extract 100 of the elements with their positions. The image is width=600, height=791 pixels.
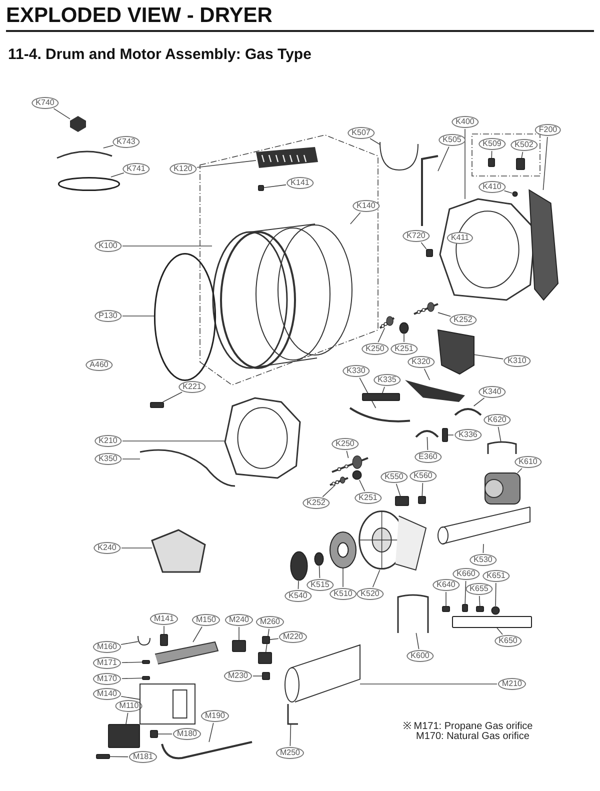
- callout-label: K250: [332, 438, 358, 450]
- leader-line: [318, 566, 320, 578]
- leader-line: [542, 136, 548, 190]
- leader-line: [53, 108, 70, 120]
- leader-line: [372, 570, 380, 588]
- callout-label: K610: [514, 456, 542, 468]
- callout-label: K320: [408, 356, 434, 368]
- leader-line: [426, 436, 428, 450]
- bracket-drawing: [405, 380, 465, 402]
- callout-label: K100: [94, 240, 122, 252]
- clip-drawing: [462, 604, 468, 612]
- callout-label: K400: [452, 116, 478, 128]
- screw-drawing: [150, 402, 164, 408]
- callout-label: F200: [534, 124, 562, 136]
- callout-label: K221: [178, 381, 206, 393]
- callout-label: K310: [504, 355, 530, 367]
- callout-label: K505: [438, 134, 466, 146]
- wire-harness-drawing: [380, 142, 418, 170]
- pulley-drawing: [352, 470, 362, 480]
- control-panel-drawing: [256, 147, 318, 168]
- wire-drawing: [138, 636, 150, 645]
- callout-label: K411: [446, 232, 474, 244]
- leader-line: [270, 638, 279, 640]
- motor-drawing: [485, 473, 520, 504]
- blower-housing-drawing: [358, 510, 426, 570]
- roller-wheel-drawing: [399, 322, 409, 334]
- plate-drawing: [362, 393, 400, 401]
- leader-line: [420, 242, 427, 250]
- callout-label: K520: [356, 588, 384, 600]
- leader-line: [298, 580, 299, 590]
- callout-label: M230: [224, 670, 252, 682]
- bracket-drawing: [258, 652, 272, 664]
- callout-label: M150: [192, 614, 220, 626]
- callout-label: M240: [225, 614, 253, 626]
- callout-label: M170: [93, 673, 121, 685]
- callout-label: K720: [402, 230, 430, 242]
- leader-line: [264, 184, 286, 188]
- callout-label: K410: [478, 181, 506, 193]
- washer-drawing: [314, 552, 324, 566]
- leader-line: [448, 434, 454, 436]
- leader-line: [464, 580, 466, 604]
- leader-line: [122, 458, 140, 460]
- callout-label: K330: [342, 365, 370, 377]
- leader-line: [438, 312, 452, 317]
- callout-label: M140: [93, 688, 121, 700]
- lint-screen-drawing: [438, 330, 474, 374]
- roller-axle-drawing: [380, 318, 394, 328]
- callout-label: K252: [450, 314, 476, 326]
- callout-label: M180: [173, 728, 201, 740]
- orifice-drawing: [142, 676, 150, 680]
- callout-label: M181: [129, 751, 157, 763]
- gasket-ring-drawing: [154, 253, 216, 381]
- leader-line: [265, 628, 270, 652]
- callout-label: K560: [410, 470, 436, 482]
- flame-sensor-drawing: [262, 636, 270, 644]
- callout-label: K210: [94, 435, 122, 447]
- leader-line: [474, 354, 504, 360]
- burner-tube-drawing: [285, 645, 360, 702]
- leader-line: [238, 626, 240, 640]
- rail-drawing: [350, 408, 410, 424]
- callout-label: K120: [170, 163, 196, 175]
- leader-line: [473, 398, 485, 406]
- callout-label: K651: [482, 570, 510, 582]
- page-title: EXPLODED VIEW - DRYER: [6, 4, 594, 32]
- screw-drawing: [258, 185, 264, 191]
- leader-line: [422, 482, 424, 496]
- leader-line: [110, 172, 124, 178]
- callout-label: E360: [414, 451, 442, 463]
- callout-label: K515: [306, 579, 334, 591]
- callout-label: M171: [93, 657, 121, 669]
- pulley-drawing: [491, 606, 500, 615]
- callout-label: K335: [374, 374, 400, 386]
- callout-label: M190: [201, 710, 229, 722]
- leader-line: [416, 632, 420, 650]
- callout-label: K340: [478, 386, 506, 398]
- leader-line: [122, 678, 142, 680]
- leader-line: [192, 626, 202, 642]
- switch-drawing: [418, 496, 426, 504]
- callout-label: A460: [86, 359, 112, 371]
- motor-mount-drawing: [398, 595, 428, 633]
- valve-bracket-drawing: [140, 684, 195, 724]
- leader-line: [396, 484, 401, 496]
- callout-label: K251: [390, 343, 418, 355]
- shaft-drawing: [330, 478, 348, 485]
- callout-label: K510: [330, 588, 356, 600]
- leader-line: [120, 696, 140, 700]
- callout-label: M141: [150, 613, 178, 625]
- callout-label: M250: [276, 747, 304, 759]
- callout-label: M260: [256, 616, 284, 628]
- leader-line: [196, 160, 256, 168]
- callout-label: K740: [32, 97, 58, 109]
- hose-drawing: [57, 148, 112, 158]
- leader-line: [498, 426, 502, 442]
- coiled-hose-drawing: [58, 177, 120, 191]
- callout-label: K240: [94, 542, 120, 554]
- leader-line: [504, 190, 512, 194]
- leader-line: [122, 662, 142, 664]
- callout-label: K600: [406, 650, 434, 662]
- burner-manifold-drawing: [155, 642, 218, 664]
- leader-line: [495, 582, 496, 606]
